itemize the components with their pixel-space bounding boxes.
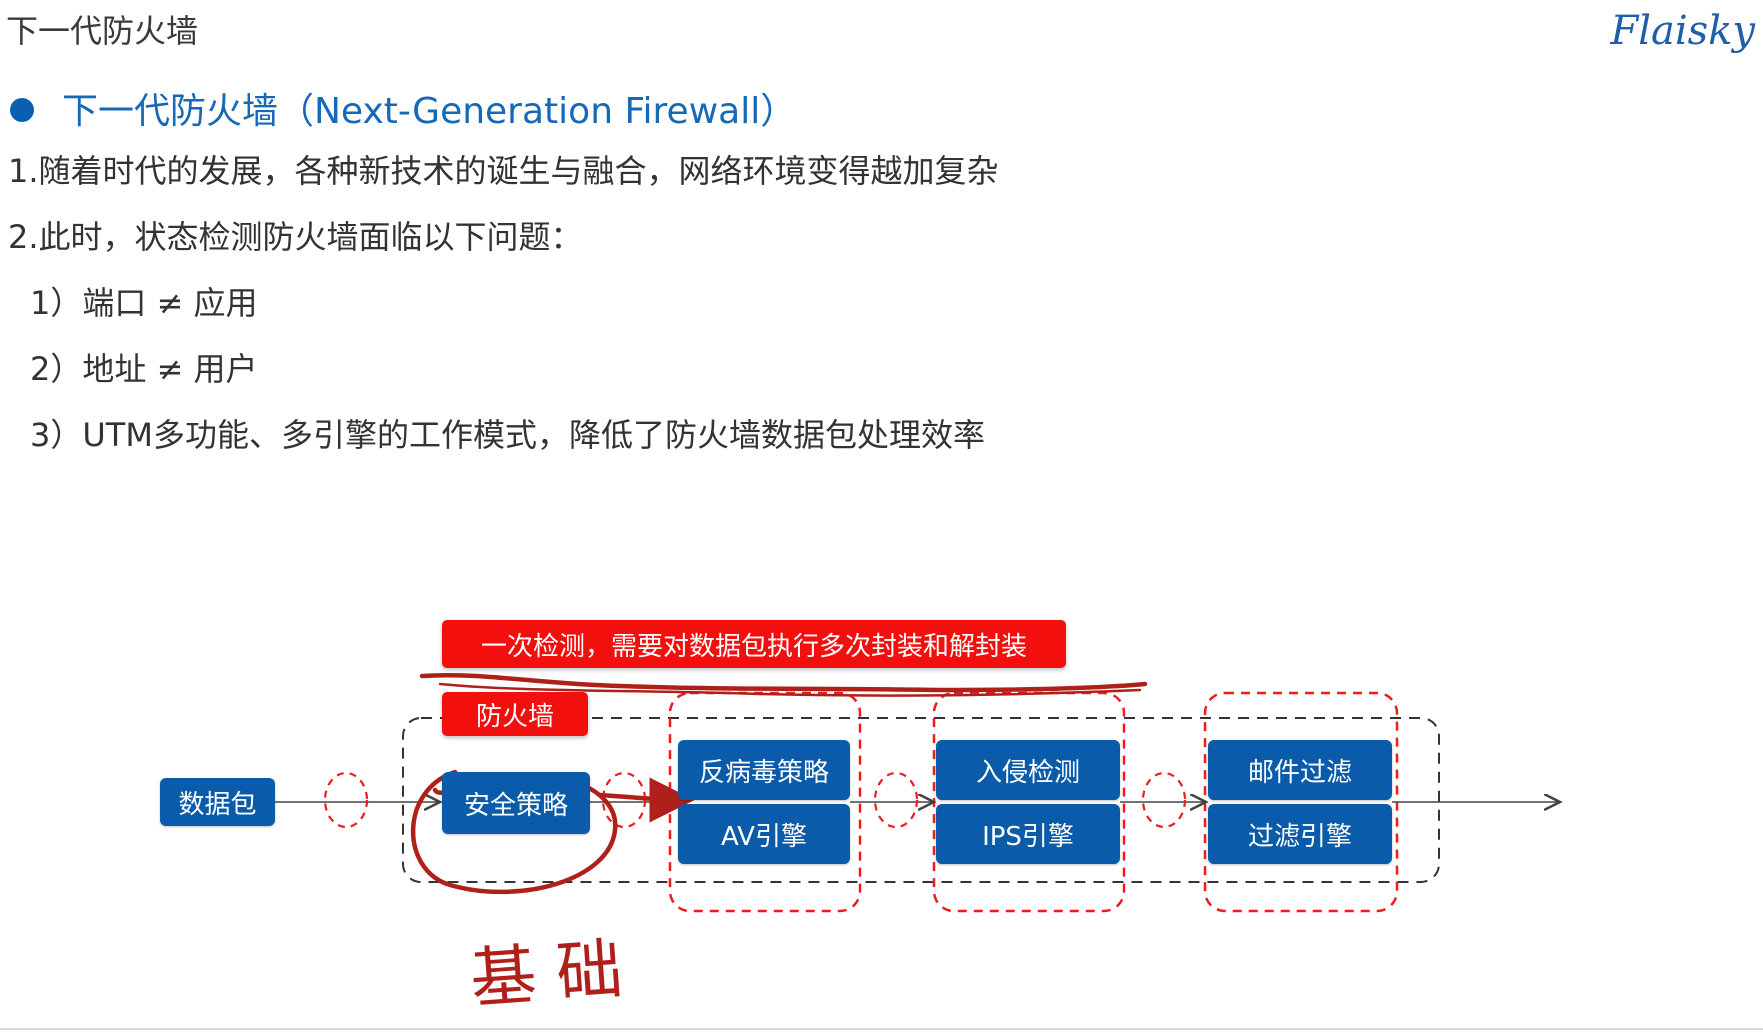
packet-box: 数据包: [160, 778, 275, 826]
handwritten-note: 基础: [467, 929, 645, 1018]
handwritten-underline-2: [438, 682, 1142, 697]
checkpoint-marker-3: [873, 771, 919, 829]
checkpoint-marker-1: [323, 771, 369, 829]
checkpoint-marker-4: [1141, 771, 1187, 829]
ips-group-boundary: [932, 691, 1126, 913]
bullet-icon: [10, 98, 34, 122]
filter-engine-box: 过滤引擎: [1208, 804, 1392, 864]
firewall-boundary: [402, 717, 1440, 883]
ips-engine-box: IPS引擎: [936, 804, 1120, 864]
body-line-2: 2.此时，状态检测防火墙面临以下问题：: [8, 218, 583, 256]
security-policy-box: 安全策略: [442, 772, 590, 834]
brand-logo: Flaisky: [1610, 8, 1755, 54]
body-line-1: 1.随着时代的发展，各种新技术的诞生与融合，网络环境变得越加复杂: [8, 152, 999, 190]
mail-filter-box: 邮件过滤: [1208, 740, 1392, 800]
firewall-label: 防火墙: [442, 692, 588, 736]
av-group-boundary: [668, 691, 862, 913]
av-policy-box: 反病毒策略: [678, 740, 850, 800]
problem-item-3: 3）UTM多功能、多引擎的工作模式，降低了防火墙数据包处理效率: [30, 416, 985, 454]
av-engine-box: AV引擎: [678, 804, 850, 864]
detection-callout: 一次检测，需要对数据包执行多次封装和解封装: [442, 620, 1066, 668]
bottom-divider: [0, 1028, 1763, 1030]
page-title: 下一代防火墙: [6, 12, 199, 50]
problem-item-2: 2）地址 ≠ 用户: [30, 350, 258, 388]
intrusion-detection-box: 入侵检测: [936, 740, 1120, 800]
handwritten-underline: [419, 672, 1148, 693]
mail-group-boundary: [1203, 691, 1399, 913]
section-subtitle: 下一代防火墙（Next-Generation Firewall）: [62, 91, 797, 132]
problem-item-1: 1）端口 ≠ 应用: [30, 284, 258, 322]
